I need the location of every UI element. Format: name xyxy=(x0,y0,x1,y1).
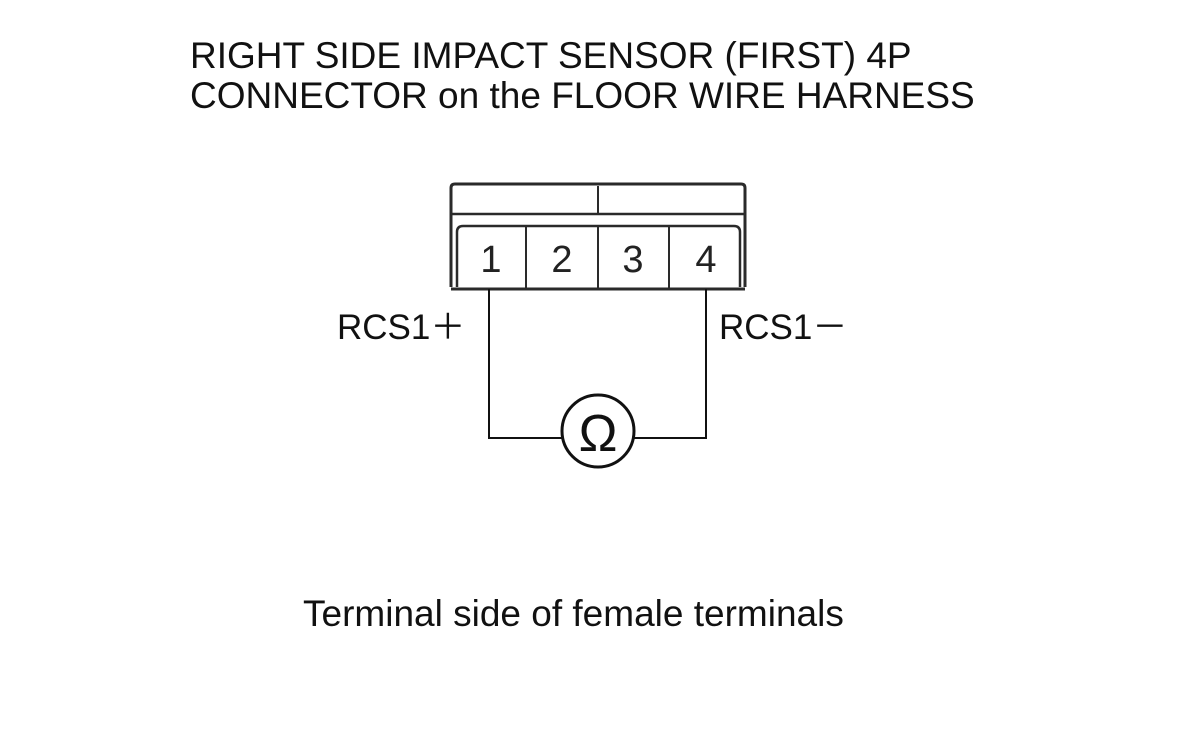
ohm-symbol: Ω xyxy=(579,405,618,463)
diagram-title-line-1: RIGHT SIDE IMPACT SENSOR (FIRST) 4P xyxy=(190,35,912,76)
terminal-number-4: 4 xyxy=(695,239,716,281)
probe-wire-right xyxy=(634,289,707,439)
diagram-title-line-2: CONNECTOR on the FLOOR WIRE HARNESS xyxy=(190,75,975,116)
ohmmeter-circle xyxy=(560,393,636,469)
terminal-number-1: 1 xyxy=(480,239,501,281)
connector-housing xyxy=(449,182,747,291)
terminal-number-3: 3 xyxy=(622,239,643,281)
label-rcs1-negative: RCS1－ xyxy=(719,308,847,347)
probe-wire-left xyxy=(488,289,562,439)
label-rcs1-positive: RCS1＋ xyxy=(337,308,465,347)
caption: Terminal side of female terminals xyxy=(303,593,844,634)
terminal-number-2: 2 xyxy=(551,239,572,281)
